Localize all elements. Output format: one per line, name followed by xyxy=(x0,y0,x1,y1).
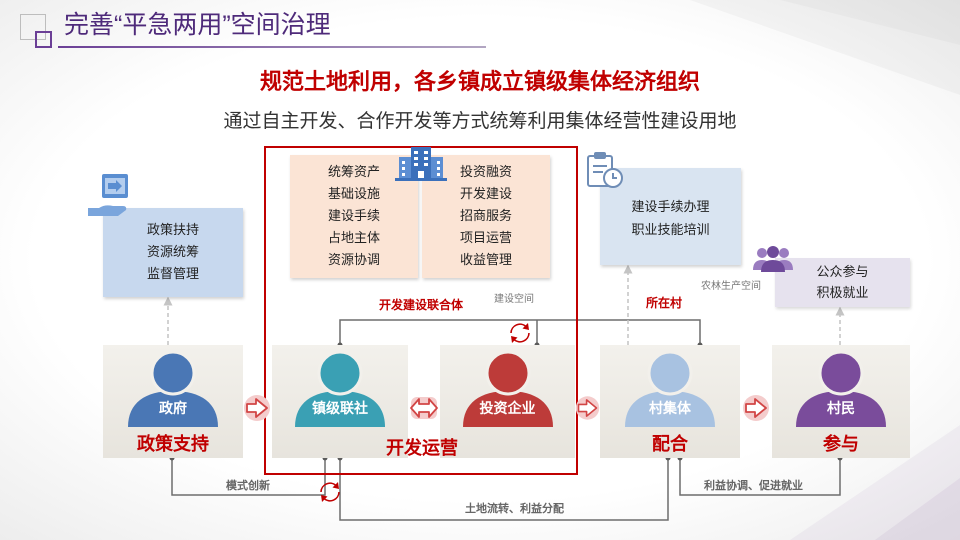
building-icon xyxy=(395,147,447,181)
person-icon xyxy=(462,350,553,427)
mode-innovation-label: 模式创新 xyxy=(226,480,270,492)
list-item: 项目运营 xyxy=(459,230,512,245)
actor-name: 村集体 xyxy=(649,400,691,416)
hand-document-icon xyxy=(88,174,128,216)
list-item: 资源协调 xyxy=(327,252,380,267)
actor-panel-village-collective: 村集体 配合 xyxy=(600,345,740,458)
villager-participation-box: 公众参与 积极就业 xyxy=(775,258,910,307)
construction-space-label: 建设空间 xyxy=(494,294,534,305)
subheadline: 通过自主开发、合作开发等方式统筹利用集体经营性建设用地 xyxy=(223,111,737,132)
arrow-right-icon xyxy=(575,396,600,420)
list-item: 职业技能培训 xyxy=(631,222,710,237)
actor-panel-township-cooperative: 镇级联社 xyxy=(272,345,408,458)
title-square-decoration xyxy=(20,14,46,40)
list-item: 政策扶持 xyxy=(146,222,199,237)
title-square-accent xyxy=(35,31,52,48)
list-item: 建设手续办理 xyxy=(631,199,710,214)
list-item: 监督管理 xyxy=(146,266,199,281)
consortium-right-box: 投资融资 开发建设 招商服务 项目运营 收益管理 xyxy=(422,155,550,278)
actor-name: 政府 xyxy=(159,400,187,416)
actor-name: 镇级联社 xyxy=(312,400,368,416)
person-icon xyxy=(295,350,385,427)
people-group-icon xyxy=(753,246,793,272)
list-item: 招商服务 xyxy=(459,208,512,223)
title-underline xyxy=(58,46,486,48)
land-transfer-label: 土地流转、利益分配 xyxy=(465,503,564,515)
farmland-space-label: 农林生产空间 xyxy=(701,281,761,292)
actor-panel-investment-enterprise: 投资企业 xyxy=(440,345,575,458)
rotate-arrows-icon xyxy=(320,482,340,502)
host-village-label: 所在村 xyxy=(646,296,683,310)
actor-panel-villagers: 村民 参与 xyxy=(772,345,910,458)
list-item: 资源统筹 xyxy=(146,244,199,259)
list-item: 统筹资产 xyxy=(327,164,380,179)
list-item: 公众参与 xyxy=(816,264,869,279)
actor-role: 参与 xyxy=(823,434,859,454)
village-support-box: 建设手续办理 职业技能培训 xyxy=(600,168,741,265)
government-support-box: 政策扶持 资源统筹 监督管理 xyxy=(103,208,243,297)
person-icon xyxy=(625,350,715,427)
rotate-arrows-icon xyxy=(510,323,530,343)
actor-role: 配合 xyxy=(652,434,688,454)
person-icon xyxy=(128,350,218,427)
headline: 规范土地利用，各乡镇成立镇级集体经济组织 xyxy=(259,69,700,94)
actor-panel-government: 政府 政策支持 xyxy=(103,345,243,458)
actor-role: 政策支持 xyxy=(137,434,209,454)
list-item: 占地主体 xyxy=(327,230,380,245)
development-operation-label: 开发运营 xyxy=(386,438,458,458)
clipboard-clock-icon xyxy=(587,152,623,188)
list-item: 开发建设 xyxy=(459,186,512,201)
list-item: 基础设施 xyxy=(327,186,380,201)
person-icon xyxy=(796,350,886,427)
benefit-coordination-label: 利益协调、促进就业 xyxy=(704,480,803,492)
consortium-label: 开发建设联合体 xyxy=(378,298,463,312)
list-item: 收益管理 xyxy=(459,252,512,267)
slide-title: 完善“平急两用”空间治理 xyxy=(64,11,331,39)
actor-name: 村民 xyxy=(827,400,855,416)
list-item: 积极就业 xyxy=(816,285,869,300)
arrow-right-icon xyxy=(244,395,270,421)
actor-name: 投资企业 xyxy=(479,400,536,416)
consortium-left-box: 统筹资产 基础设施 建设手续 占地主体 资源协调 xyxy=(290,155,418,278)
double-arrow-icon xyxy=(410,397,438,419)
list-item: 建设手续 xyxy=(327,208,380,223)
list-item: 投资融资 xyxy=(459,164,512,179)
arrow-right-icon xyxy=(743,395,769,421)
